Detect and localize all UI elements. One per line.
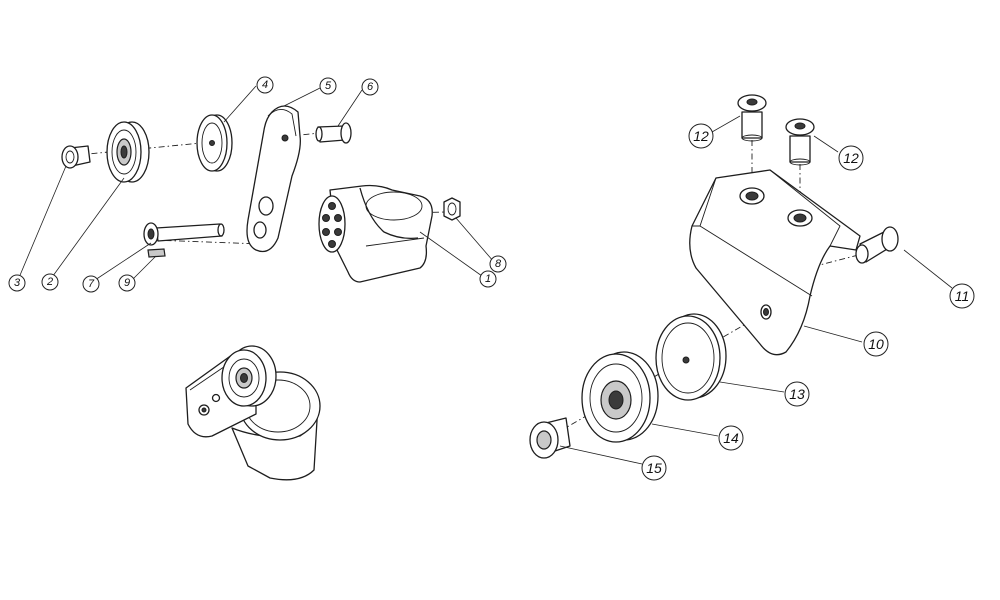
callout-10: 10 (863, 331, 889, 357)
leader-14 (651, 423, 719, 437)
leader-9 (129, 255, 157, 283)
leader-6 (337, 89, 363, 127)
callout-12a-label: 12 (693, 128, 709, 144)
callout-4-label: 4 (262, 79, 268, 91)
left-wheel-axis (77, 139, 233, 156)
callout-3: 3 (8, 274, 26, 292)
callouts-left: 1 2 3 4 5 6 7 8 9 (8, 76, 507, 293)
callout-14: 14 (718, 425, 744, 451)
part-11-pin (855, 226, 899, 264)
callout-4: 4 (256, 76, 274, 94)
callout-10-label: 10 (868, 336, 884, 352)
part-8-hex-nut (443, 197, 461, 221)
leader-10 (803, 325, 863, 343)
callout-7-label: 7 (88, 278, 95, 290)
callout-3-label: 3 (14, 277, 21, 289)
part-12-screw-b (785, 118, 815, 166)
callout-12b-label: 12 (843, 150, 859, 166)
left-assembled-view (185, 345, 321, 481)
callout-1: 1 (479, 270, 497, 288)
leader-1 (419, 231, 483, 277)
callout-5: 5 (319, 77, 337, 95)
leader-3 (17, 165, 67, 281)
callout-12a: 12 (688, 123, 714, 149)
callout-13-label: 13 (789, 386, 805, 402)
part-10-bracket (689, 169, 861, 356)
leader-4 (223, 85, 257, 123)
callout-1-label: 1 (485, 273, 491, 285)
callout-9-label: 9 (124, 277, 130, 289)
leader-11 (903, 249, 953, 289)
left-exploded-view (17, 85, 495, 283)
part-15-bushing (529, 417, 571, 459)
right-exploded-view (529, 94, 953, 465)
leader-15 (559, 445, 643, 465)
part-3-bushing (61, 145, 91, 169)
part-14-bearing-wheel (581, 351, 659, 443)
leader-12b (813, 135, 839, 153)
part-4-disc (196, 114, 233, 172)
part-1-housing (318, 184, 433, 283)
leader-2 (49, 177, 125, 281)
callout-8: 8 (489, 255, 507, 273)
callout-8-label: 8 (495, 258, 502, 270)
callout-14-label: 14 (723, 430, 739, 446)
leader-12a (711, 115, 741, 133)
right-pin-axis (799, 253, 863, 271)
callout-11-label: 11 (955, 288, 970, 304)
callout-13: 13 (784, 381, 810, 407)
part-7-long-bolt (143, 222, 225, 246)
callout-2-label: 2 (46, 276, 53, 288)
leader-13 (719, 381, 785, 393)
callout-15-label: 15 (646, 460, 662, 476)
callout-7: 7 (82, 275, 100, 293)
callout-12b: 12 (838, 145, 864, 171)
part-9-key (147, 248, 166, 258)
callout-15: 15 (641, 455, 667, 481)
callout-11: 11 (949, 283, 975, 309)
callout-6-label: 6 (367, 81, 374, 93)
leader-7 (91, 242, 152, 283)
callout-2: 2 (41, 273, 59, 291)
part-12-screw-a (737, 94, 767, 142)
callouts-right: 10 11 12 12 13 14 15 (641, 123, 975, 481)
leader-5 (283, 87, 321, 107)
part-2-bearing-wheel (106, 121, 150, 183)
part-6-pin (315, 122, 352, 144)
part-13-disc (655, 313, 727, 401)
callout-9: 9 (118, 274, 136, 292)
part-5-link-plate (246, 105, 301, 253)
callout-5-label: 5 (325, 80, 332, 92)
callout-6: 6 (361, 78, 379, 96)
leader-8 (455, 217, 495, 263)
